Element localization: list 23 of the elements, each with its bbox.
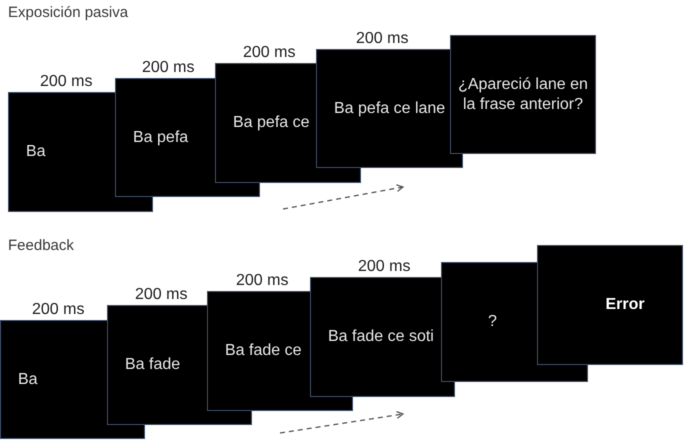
duration-label: 200 ms [40, 73, 92, 91]
stimulus-text: Error [605, 295, 645, 315]
stimulus-text: ? [488, 312, 497, 332]
stimulus-text: Ba pefa ce lane [334, 98, 446, 118]
duration-label: 200 ms [236, 272, 288, 290]
stimulus-text: ¿Apareció lane en la frase anterior? [457, 74, 589, 114]
stimulus-text: Ba fade ce soti [328, 327, 434, 347]
stimulus-screen [537, 245, 683, 365]
stimulus-text: Ba [26, 142, 46, 162]
stimulus-text: Ba pefa [133, 128, 188, 148]
stimulus-text: Ba fade ce [225, 341, 302, 361]
section-title: Feedback [8, 237, 74, 255]
stimulus-text: Ba [18, 370, 38, 390]
duration-label: 200 ms [142, 59, 194, 77]
duration-label: 200 ms [243, 44, 296, 62]
stimulus-screen [450, 35, 596, 154]
stimulus-text: Ba fade [125, 355, 180, 375]
duration-label: 200 ms [356, 30, 408, 48]
duration-label: 200 ms [135, 286, 188, 304]
section-title: Exposición pasiva [8, 4, 128, 22]
duration-label: 200 ms [358, 258, 410, 276]
duration-label: 200 ms [32, 301, 84, 319]
stimulus-text: Ba pefa ce [233, 113, 310, 133]
